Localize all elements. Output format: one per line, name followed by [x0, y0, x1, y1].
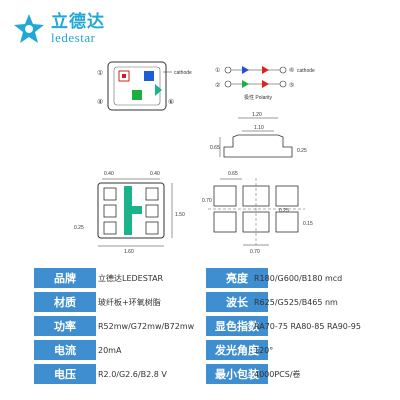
spec-label-material: 材质 — [34, 292, 96, 312]
technical-diagrams: ① ④ ⑥ cathode ① ② ⑥ ⑤ cathode 极性 Polarit… — [74, 61, 315, 255]
package-side-view: 1.20 1.10 0.65 0.25 — [210, 112, 307, 158]
footprint-dim-left: 0.70 — [202, 198, 212, 204]
brand-logo: 立德达 ledestar — [12, 12, 105, 46]
star-logo-icon — [14, 14, 44, 43]
side-dim-inner: 1.10 — [254, 125, 264, 131]
brand-name-en: ledestar — [51, 30, 96, 45]
circuit-cathode-label: cathode — [297, 68, 315, 74]
spec-label-voltage: 电压 — [34, 364, 96, 384]
spec-value-current: 20mA — [98, 345, 122, 355]
spec-row-2: 材质 玻纤板+环氧树脂 波长 R625/G525/B465 nm — [0, 292, 400, 312]
spec-row-4: 电流 20mA 发光角度 120° — [0, 340, 400, 360]
pad-label-1: ① — [97, 69, 103, 77]
footprint-dim-right: 0.15 — [303, 221, 313, 227]
brand-text: 立德达 ledestar — [51, 12, 105, 45]
spec-row-5: 电压 R2.0/G2.6/B2.8 V 最小包装 4000PCS/卷 — [0, 364, 400, 384]
polarity-label: 极性 Polarity — [244, 94, 273, 101]
polarity-circuit: ① ② ⑥ ⑤ cathode 极性 Polarity — [215, 66, 315, 101]
bottom-dim-width: 1.60 — [124, 249, 134, 255]
spec-value-brand: 立德达LEDESTAR — [98, 273, 164, 283]
pad-label-4: ④ — [97, 98, 103, 106]
spec-value-brightness: R180/G600/B180 mcd — [254, 273, 343, 283]
bottom-dim-height: 1.50 — [175, 212, 185, 218]
spec-value-wavelength: R625/G525/B465 nm — [254, 297, 338, 307]
spec-value-material: 玻纤板+环氧树脂 — [98, 297, 161, 307]
side-dim-top: 1.20 — [252, 112, 262, 118]
circuit-node-5: ⑤ — [289, 82, 294, 89]
spec-label-brightness: 亮度 — [206, 268, 268, 288]
circuit-node-2: ② — [215, 82, 220, 89]
spec-value-cri: RA70-75 RA80-85 RA90-95 — [254, 321, 361, 331]
package-top-view: ① ④ ⑥ cathode — [97, 61, 192, 111]
side-dim-height: 0.65 — [210, 145, 220, 151]
spec-row-1: 品牌 立德达LEDESTAR 亮度 R180/G600/B180 mcd — [0, 268, 400, 288]
spec-label-cri: 显色指数 — [206, 316, 268, 336]
spec-value-power: R52mw/G72mw/B72mw — [98, 321, 195, 331]
footprint-dim-top: 0.65 — [228, 171, 238, 177]
spec-label-packaging: 最小包装 — [206, 364, 268, 384]
footprint-dim-bottom: 0.70 — [250, 249, 260, 255]
spec-label-current: 电流 — [34, 340, 96, 360]
pcb-footprint: 0.65 0.70 0.25 0.15 0.70 — [202, 171, 313, 255]
package-bottom-view: 0.40 0.40 0.25 1.50 1.60 — [74, 171, 185, 255]
cathode-mark-label: cathode — [174, 70, 192, 76]
spec-row-3: 功率 R52mw/G72mw/B72mw 显色指数 RA70-75 RA80-8… — [0, 316, 400, 336]
bottom-dim-pad-left: 0.40 — [104, 171, 114, 177]
circuit-node-6: ⑥ — [289, 67, 294, 74]
bottom-dim-gap: 0.25 — [74, 225, 84, 231]
spec-value-voltage: R2.0/G2.6/B2.8 V — [98, 369, 167, 379]
spec-value-packaging: 4000PCS/卷 — [254, 369, 301, 379]
side-dim-body: 0.25 — [297, 148, 307, 154]
circuit-node-1: ① — [215, 67, 220, 74]
bottom-dim-pad-right: 0.40 — [150, 171, 160, 177]
spec-label-angle: 发光角度 — [206, 340, 268, 360]
brand-name-cn: 立德达 — [51, 12, 105, 32]
spec-label-power: 功率 — [34, 316, 96, 336]
spec-value-angle: 120° — [254, 345, 274, 355]
spec-label-brand: 品牌 — [34, 268, 96, 288]
spec-label-wavelength: 波长 — [206, 292, 268, 312]
footprint-dim-gap: 0.25 — [279, 208, 289, 214]
pad-label-6: ⑥ — [168, 98, 174, 106]
